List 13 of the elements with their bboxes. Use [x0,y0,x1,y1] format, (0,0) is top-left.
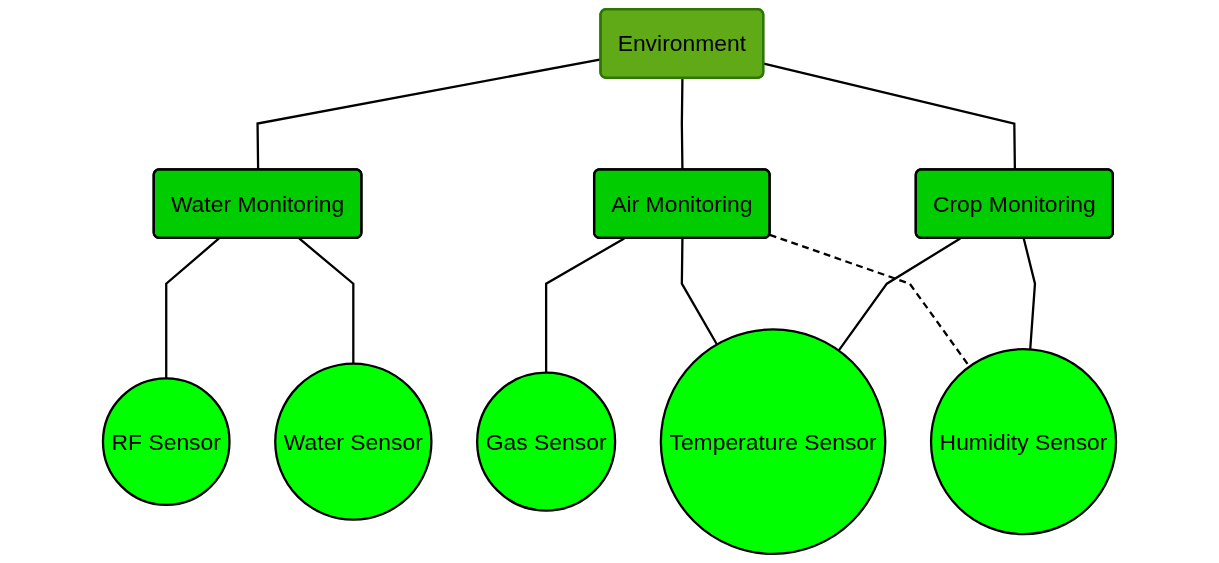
connector [837,237,961,352]
connector [763,62,1017,170]
connector [680,78,684,170]
node-circle: Humidity Sensor [929,348,1118,536]
node-circle: RF Sensor [101,377,231,507]
connector [545,237,625,373]
node-circle: Gas Sensor [476,371,617,512]
connector [298,237,355,364]
connector [680,238,718,346]
node-circle: Water Sensor [274,362,433,521]
node-circle: Temperature Sensor [659,328,887,555]
connector [165,237,220,379]
connector [1022,238,1037,350]
